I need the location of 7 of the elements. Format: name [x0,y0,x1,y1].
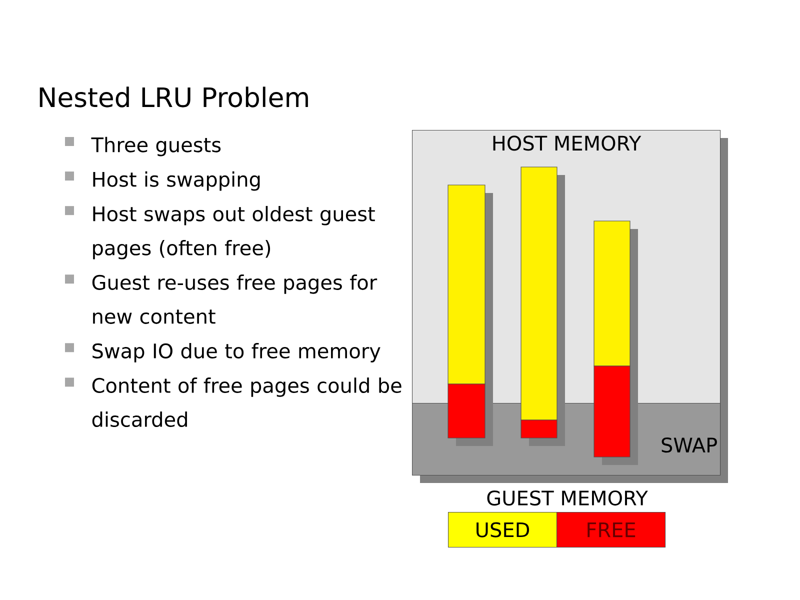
bullet-text: Swap IO due to free memory [92,343,380,362]
slide-title: Nested LRU Problem [40,86,308,108]
bullet-text: Guest re-uses free pages for new content [92,274,378,324]
bullet-text: Three guests [91,136,221,156]
bullet-text: Content of free pages could be discarded [92,378,402,428]
bullet-text: Host is swapping [93,171,260,191]
bullet-text: Host swaps out oldest guest pages (often free) [93,206,375,260]
